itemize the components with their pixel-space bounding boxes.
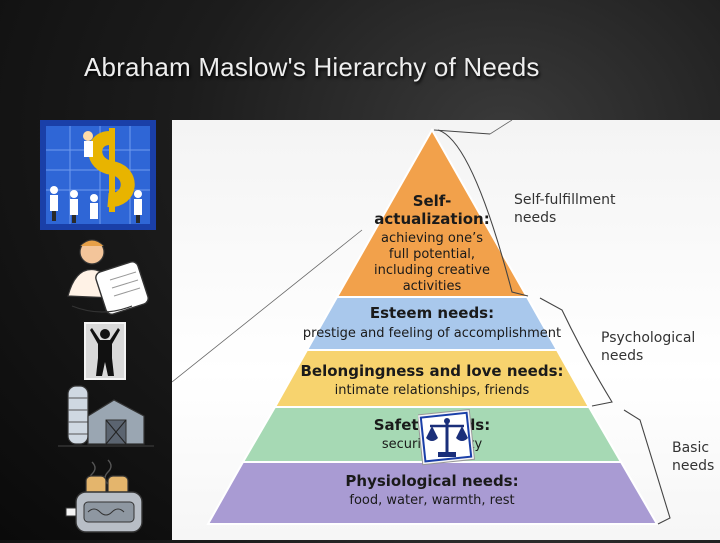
level-heading: Physiological needs: [345,472,518,490]
bracket-psychological [539,297,613,407]
group-label: needs [514,210,556,226]
slide-title: Abraham Maslow's Hierarchy of Needs [84,52,540,82]
business-growth-icon [40,120,156,230]
farm-icon [58,380,154,450]
group-label: Basic [672,440,709,456]
pyramid-svg: Self- actualization: achieving one’s ful… [172,120,714,525]
group-label: needs [601,348,643,364]
person-silhouette-icon [84,322,126,380]
connector-line [489,120,513,135]
level-description: food, water, warmth, rest [349,493,514,508]
level-heading: Esteem needs: [370,304,494,322]
level-description: activities [403,279,462,294]
hierarchy-diagram: Self- actualization: achieving one’s ful… [172,120,720,540]
level-heading: Belongingness and love needs: [300,362,563,380]
level-description: intimate relationships, friends [335,383,530,398]
level-description: full potential, [389,247,475,262]
level-description: including creative [374,263,490,278]
level-description: achieving one’s [381,231,483,246]
group-label: needs [672,458,714,474]
level-physiological [206,461,659,525]
reader-icon [62,236,150,318]
bracket-self-fulfillment [437,129,529,297]
connector-line [172,229,363,383]
toaster-icon [62,458,154,538]
level-description: prestige and feeling of accomplishment [303,326,561,341]
scales-icon [416,408,476,466]
level-heading: actualization: [374,210,489,228]
bracket-tick [433,129,491,135]
group-label: Psychological [601,330,695,346]
bracket-basic [623,409,671,525]
group-label: Self-fulfillment [514,192,616,208]
level-heading: Self- [413,192,452,210]
